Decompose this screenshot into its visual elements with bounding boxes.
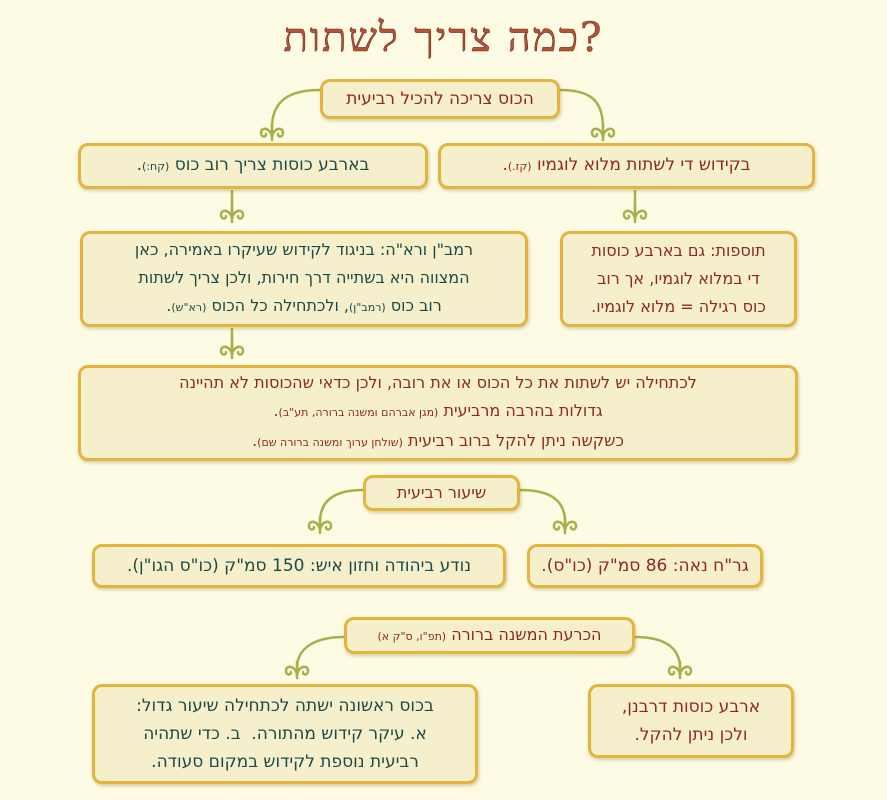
node-ramban: רמב"ן ורא"ה: בניגוד לקידוש שעיקרו באמירה… <box>80 231 528 327</box>
text-line: ולכן ניתן להקל. <box>634 725 748 745</box>
connector-mb-left <box>295 635 345 669</box>
node-rishona: בכוס ראשונה ישתה לכתחילה שיעור גדול: א. … <box>92 684 478 784</box>
node-noda: נודע ביהודה וחזון איש: 150 סמ"ק (כו"ס הג… <box>92 544 506 588</box>
text-line: רוב כוס <box>385 296 442 315</box>
node-four-cups-text: בארבע כוסות צריך רוב כוס <box>174 155 370 175</box>
text-line: לכתחילה יש לשתות את כל הכוס או את רובה, … <box>179 373 697 392</box>
punct: . <box>502 155 508 175</box>
text-line: ארבע כוסות דרבנן, <box>621 697 761 717</box>
fleur-icon <box>219 340 245 360</box>
node-mishna-berura: הכרעת המשנה ברורה (תפ"ו, ס"ק א) <box>344 617 635 654</box>
connector-shiur-left <box>318 488 364 523</box>
node-shiur-text: שיעור רביעית <box>396 483 487 502</box>
fleur-icon <box>552 515 578 535</box>
fleur-icon <box>622 204 648 224</box>
text-line: כשקשה ניתן להקל ברוב רביעית <box>402 431 624 450</box>
node-grach: גר"ח נאה: 86 סמ"ק (כו"ס). <box>527 544 763 588</box>
node-kiddush: בקידוש די לשתות מלוא לוגמיו (קז.). <box>438 143 815 189</box>
connector-root-left <box>270 88 321 129</box>
node-shiur: שיעור רביעית <box>363 475 520 511</box>
citation: (מגן אברהם ומשנה ברורה, תע"ב) <box>278 406 439 419</box>
punct: . <box>252 431 258 450</box>
node-kiddush-text: בקידוש די לשתות מלוא לוגמיו <box>537 155 751 175</box>
punct: . <box>166 296 172 315</box>
text-line: א. עיקר קידוש מהתורה. ב. כדי שתהיה <box>143 724 427 744</box>
text-line: רביעית נוספת לקידוש במקום סעודה. <box>151 752 419 772</box>
text-line: כוס רגילה = מלוא לוגמיו. <box>591 297 766 316</box>
node-mb-text: הכרעת המשנה ברורה <box>446 624 602 644</box>
text-line: די במלוא לוגמיו, אך רוב <box>597 269 760 288</box>
citation: (רמב"ן) <box>349 301 386 314</box>
connector-shiur-right <box>519 488 567 523</box>
citation: (קח:) <box>142 160 170 173</box>
punct: . <box>273 401 279 420</box>
node-arba: ארבע כוסות דרבנן, ולכן ניתן להקל. <box>588 684 794 758</box>
fleur-icon <box>284 660 310 680</box>
node-grach-text: גר"ח נאה: 86 סמ"ק (כו"ס). <box>541 556 749 576</box>
citation: (שולחן ערוך ומשנה ברורה שם) <box>257 436 403 449</box>
node-lechatchila: לכתחילה יש לשתות את כל הכוס או את רובה, … <box>78 365 798 461</box>
punct: . <box>136 155 143 175</box>
connector-root-right <box>559 88 605 129</box>
connector-mb-right <box>634 635 682 669</box>
fleur-icon <box>219 204 245 224</box>
page-title: כמה צריך לשתות? <box>283 15 604 62</box>
node-tosafot: תוספות: גם בארבע כוסות די במלוא לוגמיו, … <box>560 231 797 327</box>
node-four-cups: בארבע כוסות צריך רוב כוס (קח:). <box>78 143 428 189</box>
text-line: המצווה היא בשתייה דרך חירות, ולכן צריך ל… <box>138 268 470 287</box>
node-root-text: הכוס צריכה להכיל רביעית <box>346 89 534 109</box>
citation: (קז.) <box>507 160 532 173</box>
fleur-icon <box>259 122 285 142</box>
citation: (רא"ש) <box>171 301 207 314</box>
node-root: הכוס צריכה להכיל רביעית <box>320 79 560 119</box>
fleur-icon <box>590 122 616 142</box>
citation: (תפ"ו, ס"ק א) <box>377 629 447 643</box>
text-line: גדולות בהרבה מרביעית <box>438 401 603 420</box>
text-line: תוספות: גם בארבע כוסות <box>591 241 766 260</box>
text-line: רמב"ן ורא"ה: בניגוד לקידוש שעיקרו באמירה… <box>134 240 474 259</box>
fleur-icon <box>667 660 693 680</box>
node-noda-text: נודע ביהודה וחזון איש: 150 סמ"ק (כו"ס הג… <box>126 556 472 576</box>
text-line: בכוס ראשונה ישתה לכתחילה שיעור גדול: <box>136 696 434 716</box>
fleur-icon <box>307 515 333 535</box>
text-line: , ולכתחילה כל הכוס <box>206 296 350 315</box>
